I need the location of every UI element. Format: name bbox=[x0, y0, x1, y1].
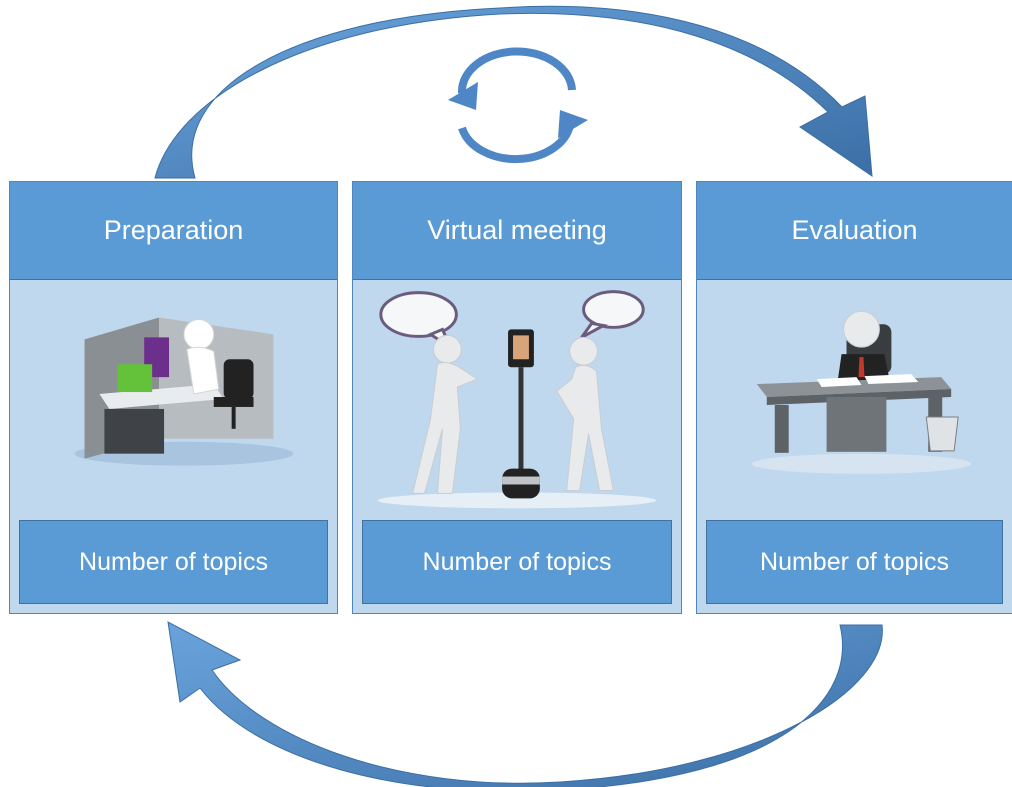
stage-panel-virtual-meeting: Virtual meeting Number of topics bbox=[352, 181, 682, 614]
stage-footer: Number of topics bbox=[362, 520, 672, 604]
cycle-arrowhead-right-icon bbox=[558, 110, 588, 138]
stage-title: Virtual meeting bbox=[353, 182, 681, 280]
stage-footer: Number of topics bbox=[19, 520, 328, 604]
cycle-arrowhead-left-icon bbox=[448, 82, 478, 110]
office-cubicle-figure-icon bbox=[74, 317, 294, 466]
stage-title: Preparation bbox=[10, 182, 337, 280]
stage-panel-evaluation: Evaluation Number of topics bbox=[696, 181, 1012, 614]
cycle-icon bbox=[457, 47, 576, 164]
bottom-arc-arrow bbox=[167, 621, 883, 787]
figure-at-desk-writing-icon bbox=[751, 310, 972, 474]
top-arc-arrow bbox=[154, 5, 873, 179]
telepresence-robot-conversation-icon bbox=[377, 290, 657, 509]
stage-title: Evaluation bbox=[697, 182, 1012, 280]
stage-panel-preparation: Preparation Number of topics bbox=[9, 181, 338, 614]
stage-footer: Number of topics bbox=[706, 520, 1003, 604]
